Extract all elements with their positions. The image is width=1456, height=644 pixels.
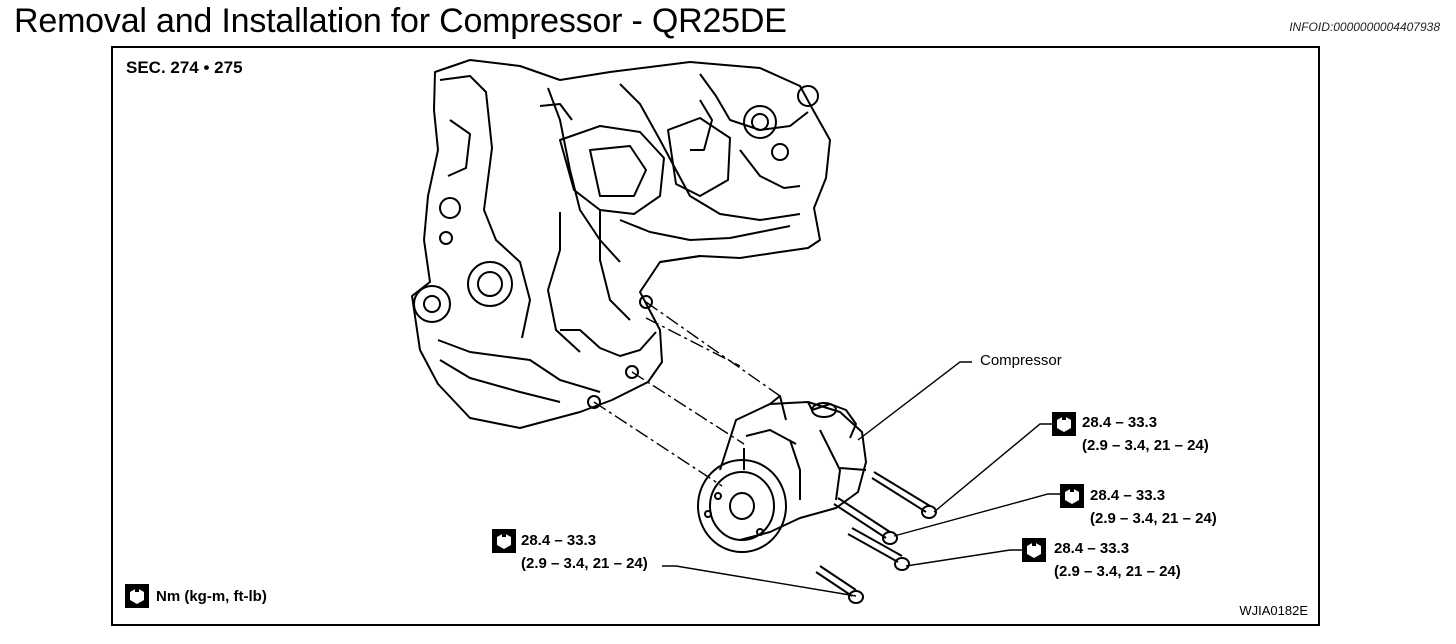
torque-spec-value: 28.4 – 33.3: [1082, 414, 1158, 431]
torque-wrench-icon: [1060, 484, 1084, 508]
page-title: Removal and Installation for Compressor …: [14, 2, 787, 40]
units-legend: Nm (kg-m, ft-lb): [156, 588, 267, 605]
compressor-body: [697, 395, 867, 553]
leader-lines: [662, 361, 1060, 597]
torque-spec-conversion: (2.9 – 3.4, 21 – 24): [521, 555, 648, 572]
engine-block: [411, 59, 831, 429]
torque-spec-value: 28.4 – 33.3: [1054, 540, 1130, 557]
compressor-label: Compressor: [980, 352, 1062, 369]
alignment-lines: [593, 301, 781, 487]
torque-wrench-icon: [125, 584, 149, 608]
torque-wrench-icon: [1052, 412, 1076, 436]
torque-spec-conversion: (2.9 – 3.4, 21 – 24): [1090, 510, 1217, 527]
info-id: INFOID:0000000004407938: [1289, 20, 1440, 34]
compressor-bolts: [815, 471, 937, 604]
figure-code: WJIA0182E: [1239, 603, 1308, 618]
torque-spec-value: 28.4 – 33.3: [1090, 487, 1166, 504]
torque-spec-conversion: (2.9 – 3.4, 21 – 24): [1054, 563, 1181, 580]
torque-spec-value: 28.4 – 33.3: [521, 532, 597, 549]
section-reference: SEC. 274 • 275: [126, 58, 243, 77]
torque-wrench-icon: [1022, 538, 1046, 562]
diagram-frame: [111, 46, 1320, 626]
torque-wrench-icon: [492, 529, 516, 553]
torque-spec-conversion: (2.9 – 3.4, 21 – 24): [1082, 437, 1209, 454]
